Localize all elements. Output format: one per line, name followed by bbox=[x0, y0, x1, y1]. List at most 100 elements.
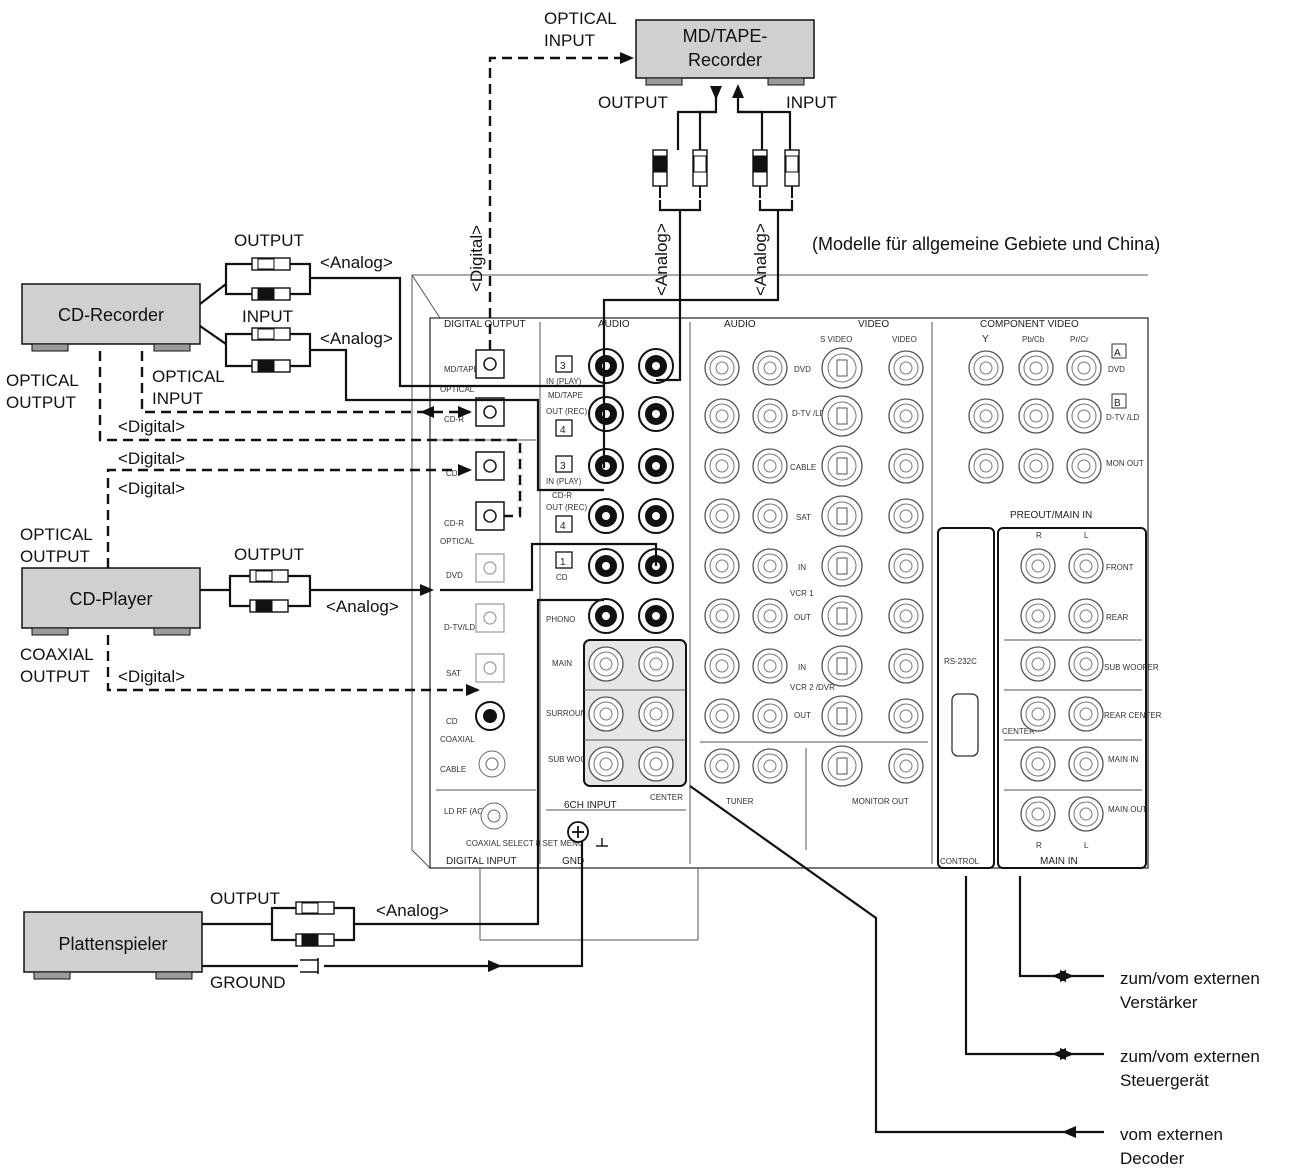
sixch-jack-l-2[interactable] bbox=[638, 746, 674, 782]
s-video-jack-6[interactable] bbox=[821, 645, 863, 687]
cdr-optical-output-label-1: OPTICAL bbox=[6, 371, 79, 390]
video-jack-1[interactable] bbox=[888, 398, 924, 434]
video-audio-l-2[interactable] bbox=[752, 448, 788, 484]
cdp-plug-l bbox=[249, 569, 289, 583]
video-jack-0[interactable] bbox=[888, 350, 924, 386]
tuner-jack-l[interactable] bbox=[752, 748, 788, 784]
dvd-optical-jack[interactable] bbox=[475, 553, 505, 583]
audio-jack-r-1[interactable] bbox=[588, 396, 624, 432]
s-video-jack-0[interactable] bbox=[821, 347, 863, 389]
video-jack-7[interactable] bbox=[888, 698, 924, 734]
video-jack-2[interactable] bbox=[888, 448, 924, 484]
video-audio-l-5[interactable] bbox=[752, 598, 788, 634]
preout-center-jack[interactable] bbox=[1020, 696, 1056, 732]
cdr-optical-input-cable bbox=[140, 351, 472, 418]
audio-jack-r-0[interactable] bbox=[588, 348, 624, 384]
audio-jack-r-4[interactable] bbox=[588, 548, 624, 584]
video-audio-r-4[interactable] bbox=[704, 548, 740, 584]
video-audio-r-7[interactable] bbox=[704, 698, 740, 734]
video-audio-r-5[interactable] bbox=[704, 598, 740, 634]
video-audio-l-3[interactable] bbox=[752, 498, 788, 534]
video-jack-3[interactable] bbox=[888, 498, 924, 534]
video-audio-l-6[interactable] bbox=[752, 648, 788, 684]
video-audio-r-2[interactable] bbox=[704, 448, 740, 484]
external-control-cable bbox=[964, 876, 1104, 1060]
comp-pr-0[interactable] bbox=[1066, 350, 1102, 386]
video-audio-r-6[interactable] bbox=[704, 648, 740, 684]
audio-jack-r-5[interactable] bbox=[588, 598, 624, 634]
preout-r-1[interactable] bbox=[1020, 598, 1056, 634]
monitor-video-jack[interactable] bbox=[888, 748, 924, 784]
preout-r-4[interactable] bbox=[1020, 746, 1056, 782]
preout-rc-label: REAR CENTER bbox=[1104, 711, 1162, 720]
cd-coax-label: CD bbox=[446, 717, 458, 726]
md-analog-output-cable bbox=[656, 86, 722, 382]
video-audio-l-0[interactable] bbox=[752, 350, 788, 386]
preout-l-1[interactable] bbox=[1068, 598, 1104, 634]
video-audio-r-3[interactable] bbox=[704, 498, 740, 534]
sixch-jack-l-1[interactable] bbox=[638, 696, 674, 732]
cdp-optical-output-label-1: OPTICAL bbox=[20, 525, 93, 544]
sat-optical-jack[interactable] bbox=[475, 653, 505, 683]
cdr-out-plug-l bbox=[251, 257, 291, 271]
cdp-optical-cable bbox=[106, 464, 472, 568]
sixch-jack-r-1[interactable] bbox=[588, 696, 624, 732]
cdr-optical-in-jack[interactable] bbox=[475, 501, 505, 531]
audio-jack-l-3[interactable] bbox=[638, 498, 674, 534]
monitor-s-video-jack[interactable] bbox=[821, 745, 863, 787]
sixch-jack-l-0[interactable] bbox=[638, 646, 674, 682]
preout-l-3[interactable] bbox=[1068, 696, 1104, 732]
video-audio-r-0[interactable] bbox=[704, 350, 740, 386]
coax-select-label: COAXIAL SELECT 8 SET MENU bbox=[466, 839, 584, 848]
phono-label: PHONO bbox=[546, 615, 575, 624]
gnd-terminal[interactable] bbox=[567, 821, 608, 847]
preout-l-2[interactable] bbox=[1068, 646, 1104, 682]
dtv-optical-jack[interactable] bbox=[475, 603, 505, 633]
comp-pr-1[interactable] bbox=[1066, 398, 1102, 434]
preout-l-5[interactable] bbox=[1068, 796, 1104, 832]
preout-l-4[interactable] bbox=[1068, 746, 1104, 782]
preout-l-0[interactable] bbox=[1068, 548, 1104, 584]
comp-pb-0[interactable] bbox=[1018, 350, 1054, 386]
video-jack-4[interactable] bbox=[888, 548, 924, 584]
s-video-jack-7[interactable] bbox=[821, 695, 863, 737]
comp-pr-2[interactable] bbox=[1066, 448, 1102, 484]
tuner-jack-r[interactable] bbox=[704, 748, 740, 784]
preout-r-5[interactable] bbox=[1020, 796, 1056, 832]
audio-jack-l-0[interactable] bbox=[638, 348, 674, 384]
preout-sw-label: SUB WOOFER bbox=[1104, 663, 1159, 672]
s-video-jack-3[interactable] bbox=[821, 495, 863, 537]
video-audio-l-4[interactable] bbox=[752, 548, 788, 584]
md-tape-optical-jack[interactable] bbox=[475, 349, 505, 379]
audio-jack-l-5[interactable] bbox=[638, 598, 674, 634]
comp-y-2[interactable] bbox=[968, 448, 1004, 484]
preout-r-0[interactable] bbox=[1020, 548, 1056, 584]
md-optical-cable bbox=[488, 52, 634, 350]
audio-jack-r-2[interactable] bbox=[588, 448, 624, 484]
video-audio-l-7[interactable] bbox=[752, 698, 788, 734]
comp-pb-2[interactable] bbox=[1018, 448, 1054, 484]
comp-y-0[interactable] bbox=[968, 350, 1004, 386]
sixch-jack-r-2[interactable] bbox=[588, 746, 624, 782]
sixch-jack-r-0[interactable] bbox=[588, 646, 624, 682]
out-rec-label-1: OUT (REC) bbox=[546, 407, 588, 416]
cdp-analog-label: <Analog> bbox=[326, 597, 399, 616]
cd-optical-in-jack[interactable] bbox=[475, 451, 505, 481]
s-video-jack-5[interactable] bbox=[821, 595, 863, 637]
video-jack-6[interactable] bbox=[888, 648, 924, 684]
audio-jack-l-2[interactable] bbox=[638, 448, 674, 484]
audio-jack-l-1[interactable] bbox=[638, 396, 674, 432]
comp-pb-1[interactable] bbox=[1018, 398, 1054, 434]
comp-y-1[interactable] bbox=[968, 398, 1004, 434]
s-video-jack-1[interactable] bbox=[821, 395, 863, 437]
video-audio-r-1[interactable] bbox=[704, 398, 740, 434]
s-video-jack-4[interactable] bbox=[821, 545, 863, 587]
rs232-port[interactable] bbox=[951, 693, 979, 757]
video-jack-5[interactable] bbox=[888, 598, 924, 634]
preout-r-2[interactable] bbox=[1020, 646, 1056, 682]
s-video-jack-2[interactable] bbox=[821, 445, 863, 487]
video-audio-l-1[interactable] bbox=[752, 398, 788, 434]
svg-text:4: 4 bbox=[560, 521, 566, 532]
audio-jack-r-3[interactable] bbox=[588, 498, 624, 534]
cdr-optical-out-jack[interactable] bbox=[475, 397, 505, 427]
